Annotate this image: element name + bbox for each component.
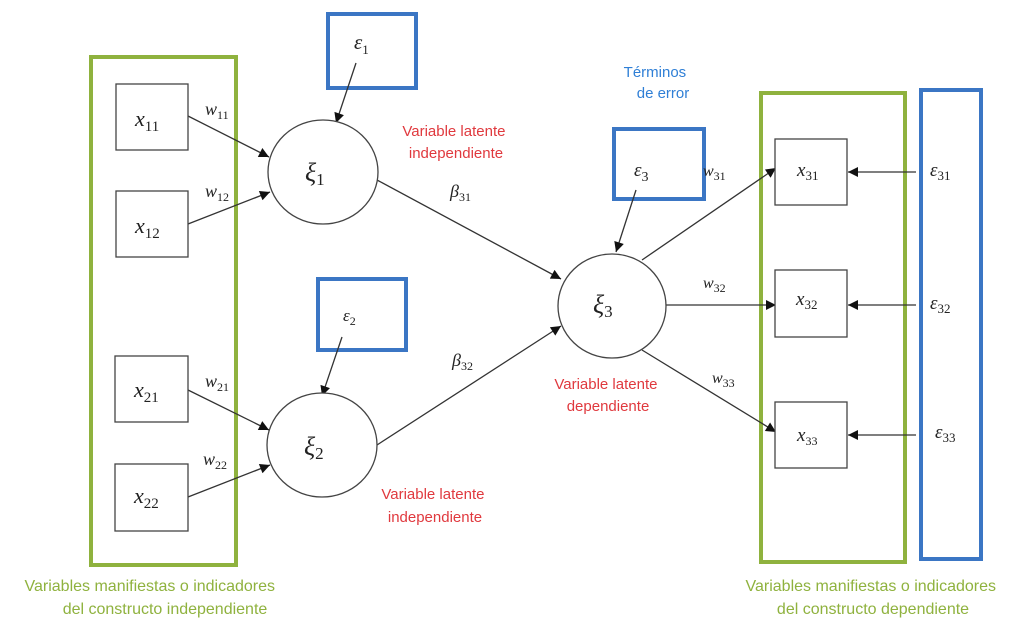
weight-label-w33: w33	[712, 370, 735, 390]
path-label-beta32: β32	[451, 350, 473, 373]
indicator-box-x11	[115, 83, 189, 151]
indicator-box-x22	[114, 463, 189, 532]
error-label-e32: ε32	[930, 293, 951, 316]
edge-x21-xi2	[187, 389, 270, 431]
caption-independent: Variables manifiestas o indicadores del …	[25, 578, 280, 618]
path-label-beta31: β31	[449, 181, 471, 204]
weight-label-w31: w31	[703, 163, 726, 183]
latent-symbol-xi3: ξ3	[593, 290, 613, 321]
weight-label-w32: w32	[703, 275, 726, 295]
indicator-label-x31: x31	[796, 160, 818, 183]
error-label-e31: ε31	[930, 160, 951, 183]
edge-e3-xi3	[614, 189, 637, 253]
latent-label-xi1: Variable latente independiente	[402, 123, 509, 162]
indicator-box-x12	[115, 190, 189, 258]
edge-xi1-xi3	[376, 179, 562, 280]
indicator-box-x33	[774, 401, 848, 469]
error-label-e1: ε1	[354, 30, 369, 57]
latent-node-xi1	[267, 119, 379, 225]
weight-label-w11: w11	[205, 99, 229, 122]
edge-e2-xi2	[320, 336, 343, 397]
edge-xi2-xi3	[376, 325, 562, 446]
edge-x22-xi2	[187, 463, 271, 498]
indicator-errors-group	[919, 88, 983, 561]
latent-symbol-xi2: ξ2	[304, 432, 324, 463]
latent-node-xi3	[557, 253, 667, 359]
caption-dependent: Variables manifiestas o indicadores del …	[746, 578, 1001, 618]
edge-x11-xi1	[187, 115, 270, 158]
error-label-e33: ε33	[935, 422, 956, 445]
independent-indicators-group	[89, 55, 238, 567]
dependent-indicators-group	[759, 91, 907, 564]
edge-xi3-x31	[641, 167, 777, 261]
latent-label-xi2: Variable latente independiente	[381, 486, 488, 526]
indicator-label-x21: x21	[133, 377, 159, 406]
indicator-label-x22: x22	[133, 483, 159, 512]
indicator-box-x31	[774, 138, 848, 206]
weight-label-w12: w12	[205, 181, 229, 204]
error-terms-label: Términos de error	[624, 64, 691, 102]
error-box-e1	[326, 12, 418, 90]
indicator-box-x32	[774, 269, 848, 338]
edge-x12-xi1	[187, 190, 271, 225]
latent-label-xi3: Variable latente dependiente	[554, 376, 661, 415]
indicator-label-x11: x11	[134, 106, 159, 135]
latent-symbol-xi1: ξ1	[305, 158, 325, 189]
weight-label-w22: w22	[203, 449, 227, 472]
error-label-e3: ε3	[634, 160, 649, 185]
latent-node-xi2	[266, 392, 378, 498]
error-label-e2: ε2	[343, 306, 356, 328]
edge-e1-xi1	[334, 62, 357, 124]
error-box-e3	[612, 127, 706, 201]
indicator-label-x12: x12	[134, 213, 160, 242]
indicator-label-x33: x33	[796, 425, 817, 448]
weight-label-w21: w21	[205, 371, 229, 394]
error-box-e2	[316, 277, 408, 352]
edge-xi3-x33	[641, 349, 777, 433]
indicator-box-x21	[114, 355, 189, 423]
indicator-label-x32: x32	[795, 289, 817, 312]
